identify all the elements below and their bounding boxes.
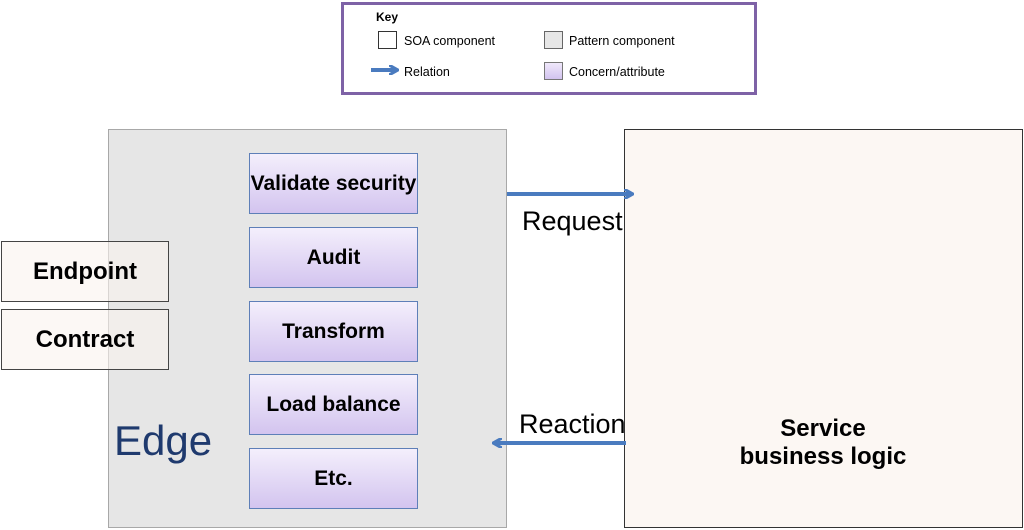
edge-label: Edge	[114, 417, 213, 464]
concern-validate-security: Validate security	[249, 153, 418, 214]
contract-component: Contract	[1, 309, 169, 370]
concern-audit: Audit	[249, 227, 418, 288]
relation-key-label: Relation	[404, 65, 450, 79]
soa-component-swatch	[378, 31, 397, 49]
request-label: Request	[522, 206, 623, 236]
service-component	[624, 129, 1023, 528]
service-label-line2: business logic	[739, 443, 907, 470]
concern-attribute-key-label: Concern/attribute	[569, 65, 665, 79]
pattern-component-swatch	[544, 31, 563, 49]
soa-component-key-label: SOA component	[404, 34, 496, 48]
service-label-line1: Service	[780, 415, 866, 442]
pattern-component-key-label: Pattern component	[569, 34, 675, 48]
key-title: Key	[376, 10, 399, 24]
concern-attribute-swatch	[544, 62, 563, 80]
concern-load-balance: Load balance	[249, 374, 418, 435]
concern-transform: Transform	[249, 301, 418, 362]
service-label: Service business logic	[700, 415, 946, 471]
endpoint-component: Endpoint	[1, 241, 169, 302]
concern-etc: Etc.	[249, 448, 418, 509]
reaction-label: Reaction	[519, 409, 626, 439]
